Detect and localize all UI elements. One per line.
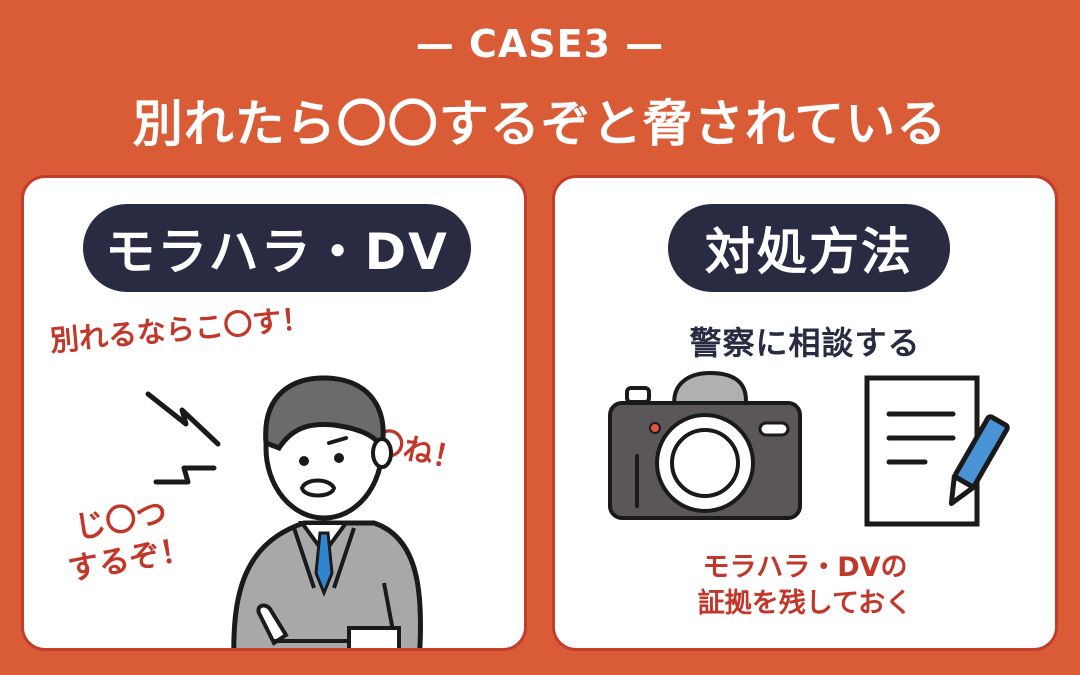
problem-pill: モラハラ・DV bbox=[83, 204, 471, 292]
angry-man-illustration bbox=[231, 375, 424, 648]
header: — CASE3 — 別れたら〇〇するぞと脅されている bbox=[0, 0, 1080, 170]
shout-text-3: じ〇つ するぞ！ bbox=[58, 490, 194, 590]
solution-pill: 対処方法 bbox=[668, 204, 950, 292]
evidence-line-1: モラハラ・DVの bbox=[702, 552, 908, 583]
problem-panel: モラハラ・DV 別れるならこ〇す！ 〇ね！ じ〇つ するぞ！ bbox=[21, 175, 527, 651]
main-title: 別れたら〇〇するぞと脅されている bbox=[132, 95, 948, 153]
lightning-mark-icon bbox=[145, 391, 221, 485]
case-label: — CASE3 — bbox=[415, 22, 665, 66]
shout-text-1: 別れるならこ〇す！ bbox=[48, 301, 312, 358]
document-pen-icon bbox=[864, 375, 1010, 527]
evidence-line-2: 証拠を残しておく bbox=[697, 588, 913, 619]
solution-panel: 対処方法 警察に相談する モラハラ・DVの 証拠を残しておく bbox=[552, 175, 1058, 651]
evidence-text: モラハラ・DVの 証拠を残しておく bbox=[555, 550, 1055, 622]
camera-icon bbox=[608, 370, 802, 520]
action-title: 警察に相談する bbox=[689, 324, 921, 362]
